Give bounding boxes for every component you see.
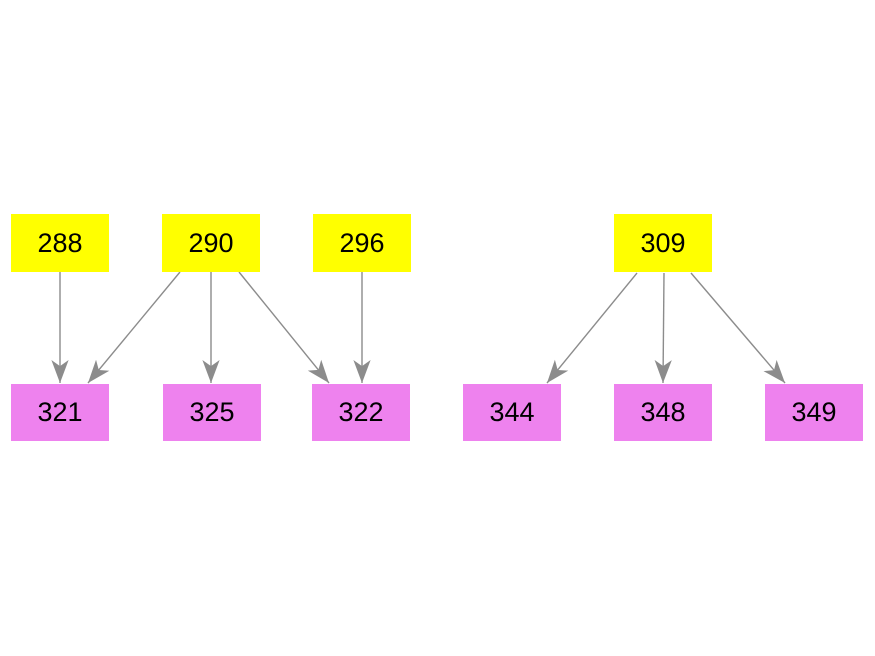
node-321: 321 — [11, 384, 109, 441]
node-349: 349 — [765, 384, 863, 441]
node-344: 344 — [463, 384, 561, 441]
node-290: 290 — [162, 214, 260, 272]
node-309: 309 — [614, 214, 712, 272]
node-322: 322 — [312, 384, 410, 441]
edge-290-322 — [238, 271, 330, 384]
edge-309-348 — [654, 272, 672, 384]
node-288: 288 — [11, 214, 109, 272]
edge-309-344 — [546, 272, 638, 384]
edge-309-349 — [690, 272, 786, 384]
node-325: 325 — [163, 384, 261, 441]
edge-290-321 — [87, 271, 181, 384]
node-296: 296 — [313, 214, 411, 272]
node-348: 348 — [614, 384, 712, 441]
